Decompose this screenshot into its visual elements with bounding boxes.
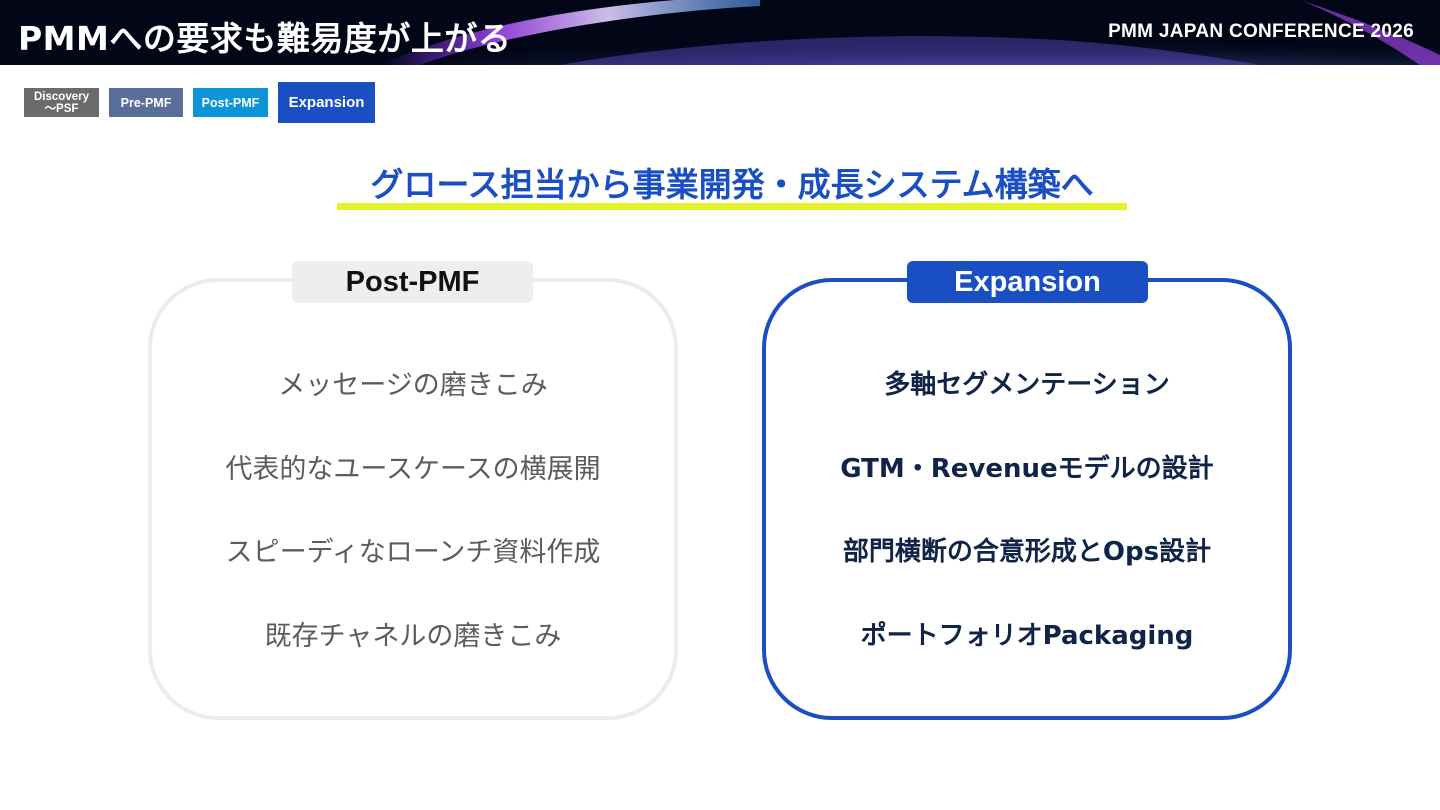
expansion-panel <box>762 278 1292 720</box>
expansion-item: 多軸セグメンテーション <box>884 370 1170 400</box>
stage-chip-discovery: Discovery 〜PSF <box>24 88 99 117</box>
post-pmf-item: メッセージの磨きこみ <box>278 370 548 401</box>
expansion-item: 部門横断の合意形成とOps設計 <box>842 537 1212 567</box>
stage-chip-pre-pmf: Pre-PMF <box>109 88 183 117</box>
stage-chip-post-pmf: Post-PMF <box>193 88 268 117</box>
subtitle-highlight <box>337 203 1127 210</box>
conference-label: PMM JAPAN CONFERENCE 2026 <box>1108 21 1414 42</box>
light-streak-decoration <box>0 0 1440 65</box>
section-subtitle: グロース担当から事業開発・成長システム構築へ <box>370 165 1094 204</box>
post-pmf-panel <box>148 278 678 720</box>
expansion-panel-tag: Expansion <box>907 261 1148 303</box>
stage-chip-expansion-active: Expansion <box>278 82 375 123</box>
post-pmf-item: 代表的なユースケースの横展開 <box>225 454 601 485</box>
expansion-item: GTM・Revenueモデルの設計 <box>840 454 1214 484</box>
post-pmf-item: 既存チャネルの磨きこみ <box>264 621 562 652</box>
page-title: PMMへの要求も難易度が上がる <box>18 19 512 58</box>
post-pmf-item: スピーディなローンチ資料作成 <box>225 537 601 568</box>
expansion-item: ポートフォリオPackaging <box>860 621 1194 651</box>
post-pmf-panel-tag: Post-PMF <box>292 261 533 303</box>
stage-chip-discovery-line2: 〜PSF <box>44 102 79 115</box>
header-bar: PMMへの要求も難易度が上がる PMM JAPAN CONFERENCE 202… <box>0 0 1440 65</box>
stage-chip-discovery-line1: Discovery <box>34 90 89 103</box>
